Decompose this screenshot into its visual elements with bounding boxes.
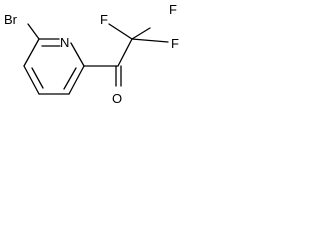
atom-fluorine-1: F [100, 12, 108, 27]
bond-c2-c3 [68, 65, 85, 95]
bond-n1-c2 [70, 42, 85, 67]
bond-c4-c5-inner [31, 67, 44, 89]
atom-bromine: Br [4, 12, 18, 27]
molecule-drawing: Br N F F F O [4, 2, 179, 106]
bond-br-c6 [27, 23, 40, 40]
atom-oxygen: O [112, 91, 122, 106]
atom-nitrogen: N [60, 35, 69, 50]
bond-c5-c6 [23, 38, 40, 67]
bond-c4-c5 [23, 65, 40, 95]
bond-cf3-f2 [131, 27, 151, 40]
atom-fluorine-3: F [171, 36, 179, 51]
structure-canvas: Br N F F F O [0, 0, 196, 121]
bond-c3-c3-inner [63, 67, 77, 90]
bond-cf3-f3 [131, 38, 169, 43]
bond-carbonyl-cf3 [117, 38, 133, 67]
atom-fluorine-2: F [169, 2, 177, 17]
bond-cf3-f1 [108, 23, 133, 40]
